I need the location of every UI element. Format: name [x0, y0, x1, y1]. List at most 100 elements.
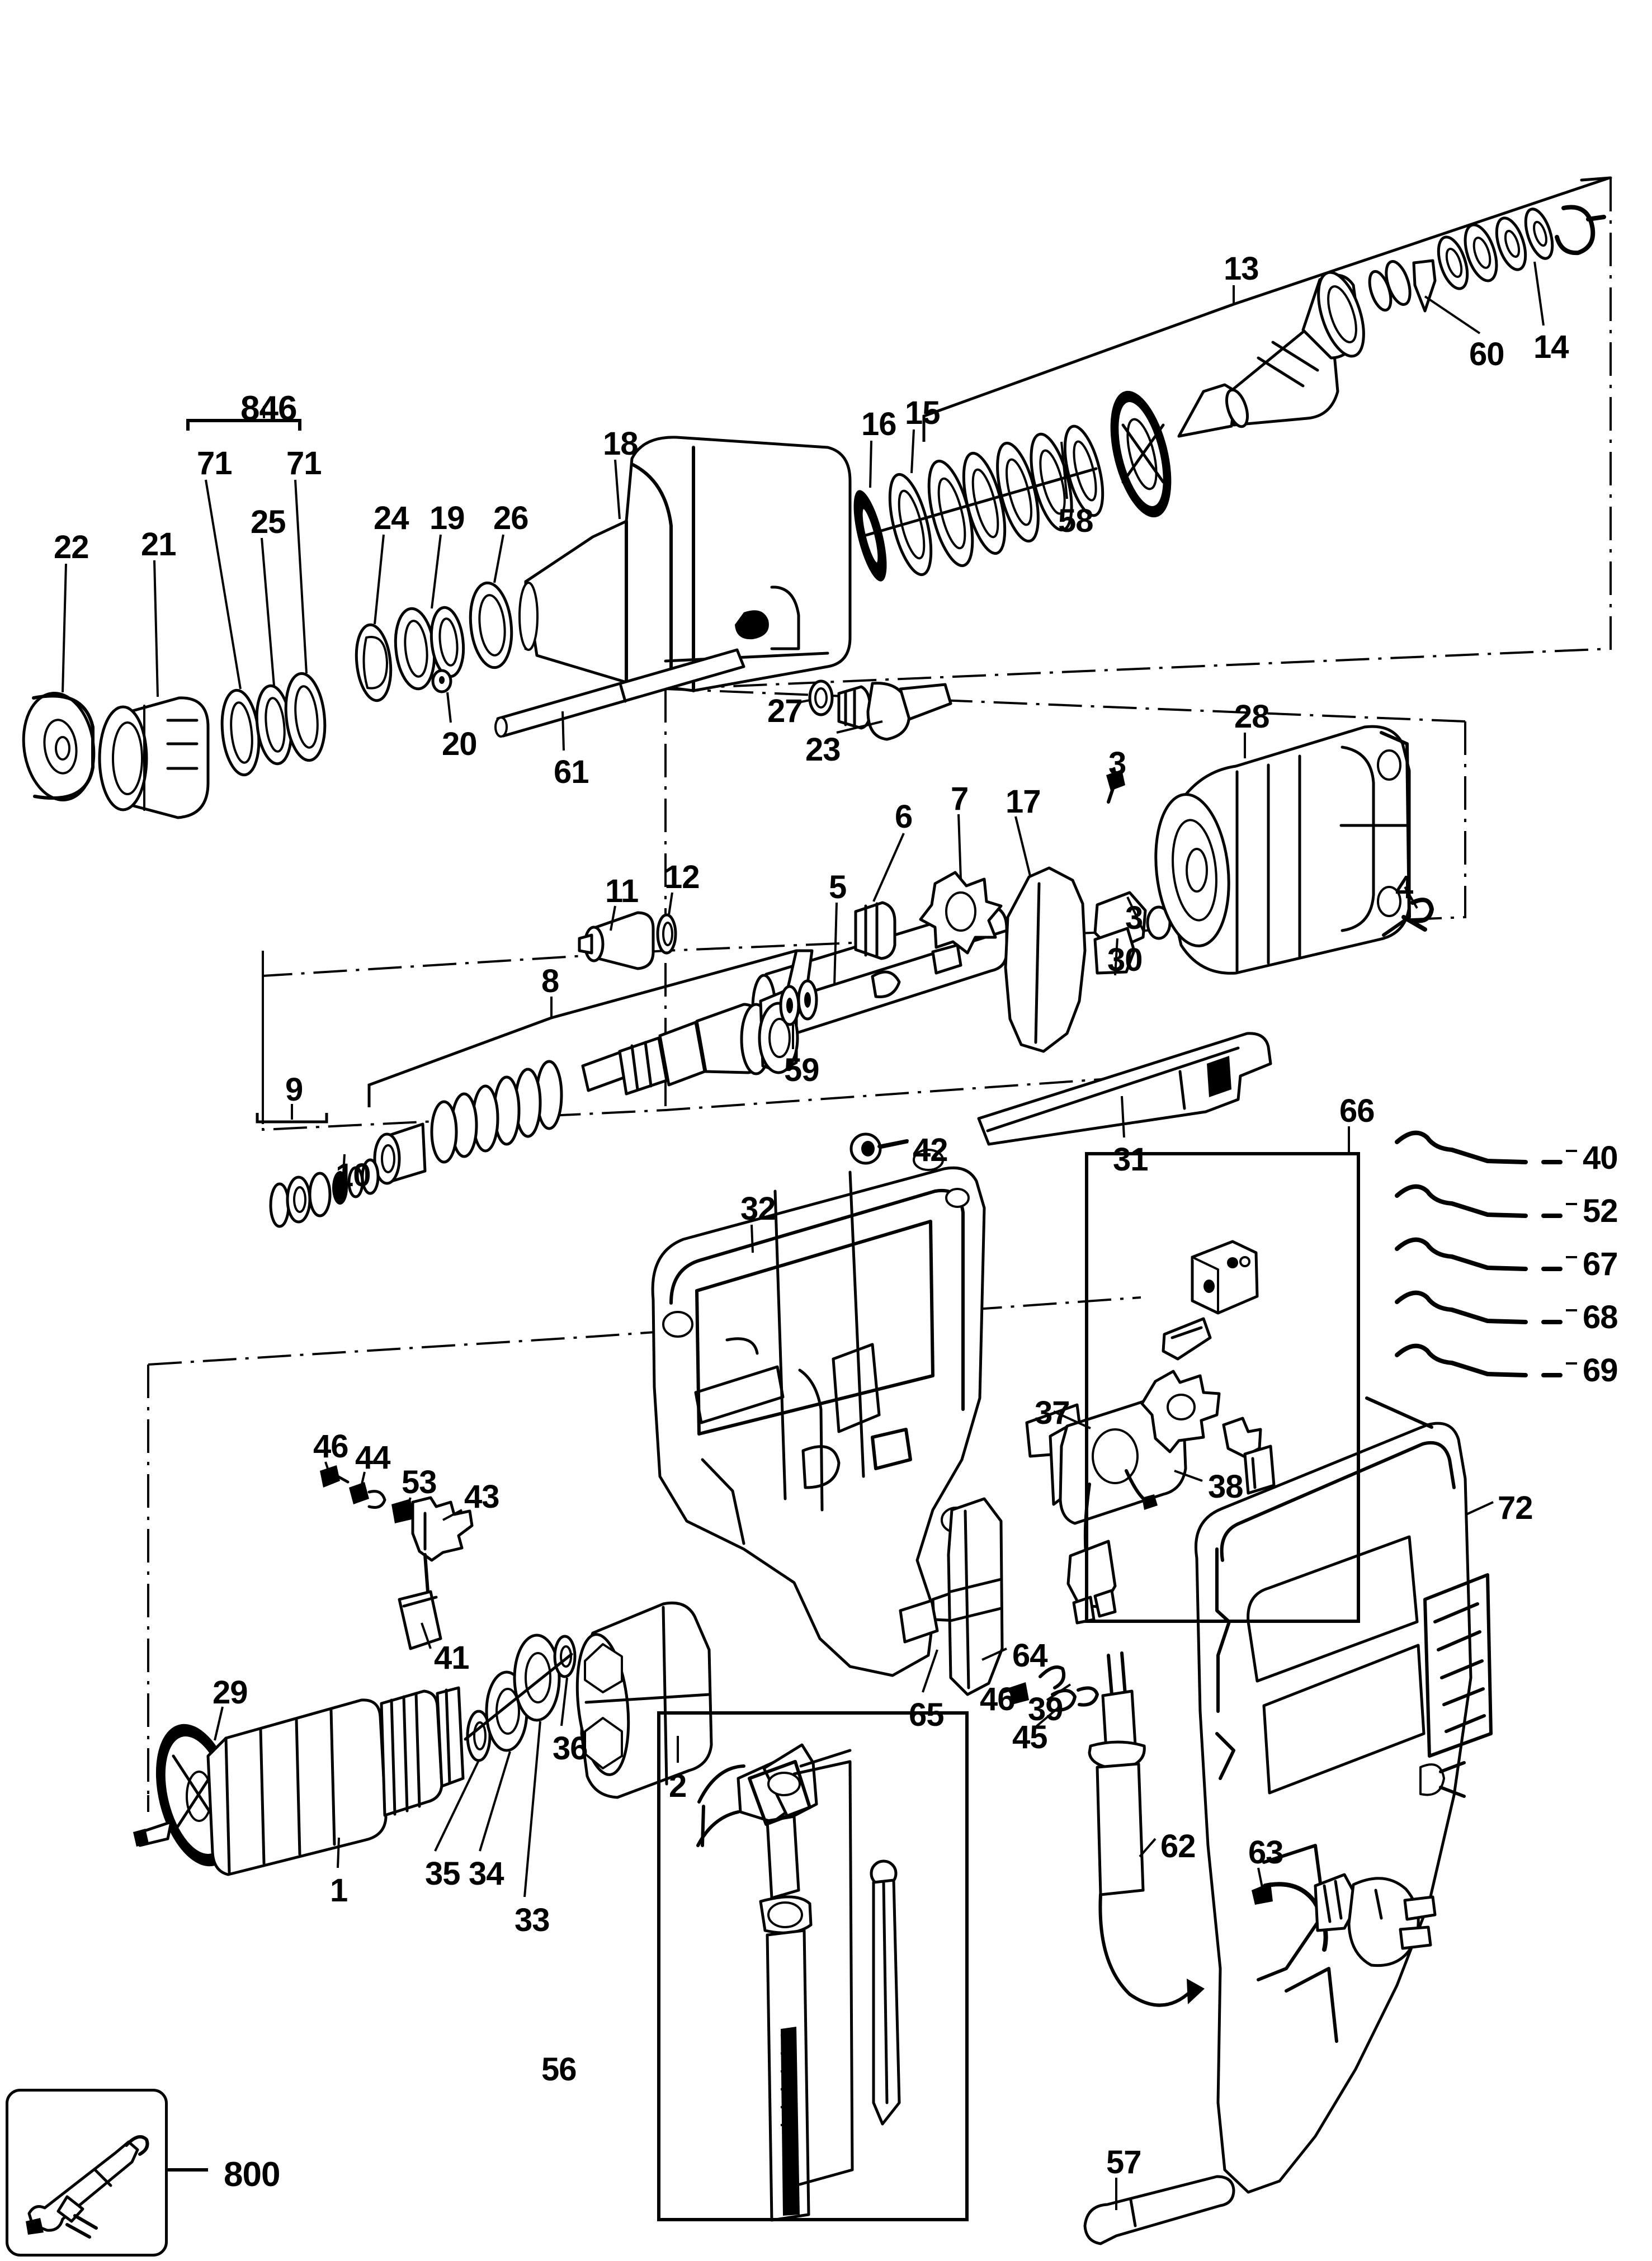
callout-label-45: 45 — [1012, 1719, 1048, 1755]
callout-label-60: 60 — [1469, 336, 1505, 372]
callout-label-15: 15 — [905, 395, 941, 431]
leader-lines — [62, 176, 1610, 2210]
callout-label-68: 68 — [1583, 1299, 1618, 1335]
callout-label-35: 35 — [425, 1856, 461, 1892]
callout-label-57: 57 — [1106, 2144, 1142, 2180]
part-28-art — [1154, 725, 1411, 975]
callout-label-16: 16 — [861, 406, 897, 442]
callout-label-25: 25 — [251, 504, 286, 540]
part-61-art — [494, 648, 745, 738]
part-62-art — [1088, 1651, 1205, 2007]
callout-label-11: 11 — [605, 873, 639, 909]
callout-label-6: 6 — [895, 799, 913, 835]
callout-label-31: 31 — [1113, 1141, 1149, 1178]
part-64-65-art — [899, 1497, 1004, 1696]
callout-label-2: 2 — [669, 1768, 687, 1804]
callout-label-10: 10 — [336, 1157, 371, 1193]
callout-label-61: 61 — [554, 754, 589, 790]
part-4-art — [1401, 898, 1434, 932]
callout-label-72: 72 — [1498, 1490, 1533, 1526]
callout-label-65: 65 — [909, 1697, 945, 1733]
part-18-art — [518, 436, 852, 692]
callout-label-22: 22 — [54, 529, 89, 565]
callout-label-46a: 46 — [313, 1428, 349, 1465]
part-27-23-art — [808, 679, 952, 741]
callout-label-846: 846 — [240, 389, 297, 428]
callout-label-69: 69 — [1583, 1352, 1618, 1389]
callout-label-28: 28 — [1234, 698, 1270, 735]
callout-label-36: 36 — [553, 1730, 588, 1767]
part-9-10-art — [269, 1158, 380, 1228]
part-24-19-26-art — [355, 581, 513, 702]
callout-label-29: 29 — [213, 1674, 248, 1711]
wire-bundle-art — [1395, 1130, 1563, 1377]
callout-label-56: 56 — [541, 2051, 577, 2088]
callout-label-58: 58 — [1058, 503, 1094, 539]
part-66-inset-art — [1140, 1240, 1276, 1495]
callout-label-1: 1 — [330, 1872, 348, 1909]
part-16-15-58-art — [853, 390, 1172, 582]
callout-label-800: 800 — [224, 2155, 280, 2194]
callout-label-20: 20 — [442, 726, 478, 762]
callout-label-13: 13 — [1224, 251, 1259, 287]
callout-label-62: 62 — [1160, 1828, 1196, 1865]
part-21-art — [98, 696, 210, 819]
callout-label-40: 40 — [1583, 1140, 1618, 1176]
callout-label-23: 23 — [805, 731, 841, 768]
callout-label-27: 27 — [767, 693, 803, 729]
callout-label-17: 17 — [1006, 783, 1041, 820]
part-29-1-art — [133, 1634, 577, 1876]
part-42-art — [849, 1132, 909, 1165]
part-56-art — [696, 1743, 901, 2222]
part-8-art — [373, 949, 814, 1185]
part-17-art — [1004, 866, 1087, 1053]
part-32-art — [651, 1149, 986, 1677]
callout-label-59: 59 — [784, 1052, 820, 1088]
callout-label-26: 26 — [493, 500, 529, 536]
callout-label-43: 43 — [464, 1479, 500, 1515]
callout-label-63: 63 — [1248, 1834, 1284, 1871]
callout-label-5: 5 — [829, 869, 847, 905]
part-57-art — [1083, 2175, 1235, 2245]
callout-label-4: 4 — [1395, 869, 1413, 905]
part-800-art — [26, 2135, 149, 2239]
callout-label-33: 33 — [515, 1902, 550, 1938]
callout-label-3b: 3 — [1125, 900, 1143, 936]
part-46-44-53-43-41-art — [320, 1465, 474, 1650]
callout-label-52: 52 — [1583, 1193, 1618, 1229]
callout-label-32: 32 — [740, 1191, 776, 1227]
callout-label-39: 39 — [1028, 1691, 1064, 1727]
callout-label-19: 19 — [429, 500, 465, 536]
callout-label-46b: 46 — [980, 1681, 1016, 1717]
part-6-7-art — [854, 871, 1003, 975]
callout-label-34: 34 — [469, 1856, 504, 1892]
callout-label-8: 8 — [541, 963, 559, 999]
callout-label-71b: 71 — [286, 445, 322, 482]
callout-label-9: 9 — [285, 1072, 303, 1108]
part-846-group-art — [220, 672, 327, 777]
part-72-art — [1194, 1396, 1493, 2194]
grease-tube-inset — [6, 2089, 168, 2257]
callout-label-12: 12 — [664, 859, 700, 895]
callout-label-18: 18 — [603, 426, 639, 462]
callout-label-71a: 71 — [197, 445, 233, 482]
callout-label-41: 41 — [434, 1640, 470, 1676]
callout-label-30: 30 — [1107, 942, 1143, 978]
part-11-12-art — [578, 911, 677, 970]
part-22-art — [22, 692, 96, 801]
callout-label-42: 42 — [913, 1132, 948, 1168]
callout-label-53: 53 — [402, 1464, 437, 1500]
callout-label-38: 38 — [1208, 1469, 1244, 1505]
callout-label-44: 44 — [355, 1439, 391, 1476]
callout-label-64: 64 — [1012, 1637, 1048, 1674]
callout-label-7: 7 — [951, 781, 969, 817]
callout-label-24: 24 — [374, 500, 409, 536]
callout-label-3a: 3 — [1108, 745, 1126, 782]
callout-label-66: 66 — [1339, 1093, 1375, 1129]
chisel-bit-inset — [657, 1711, 969, 2221]
switch-parts-inset — [1085, 1152, 1360, 1623]
callout-label-67: 67 — [1583, 1246, 1618, 1282]
part-20-art — [431, 669, 452, 693]
